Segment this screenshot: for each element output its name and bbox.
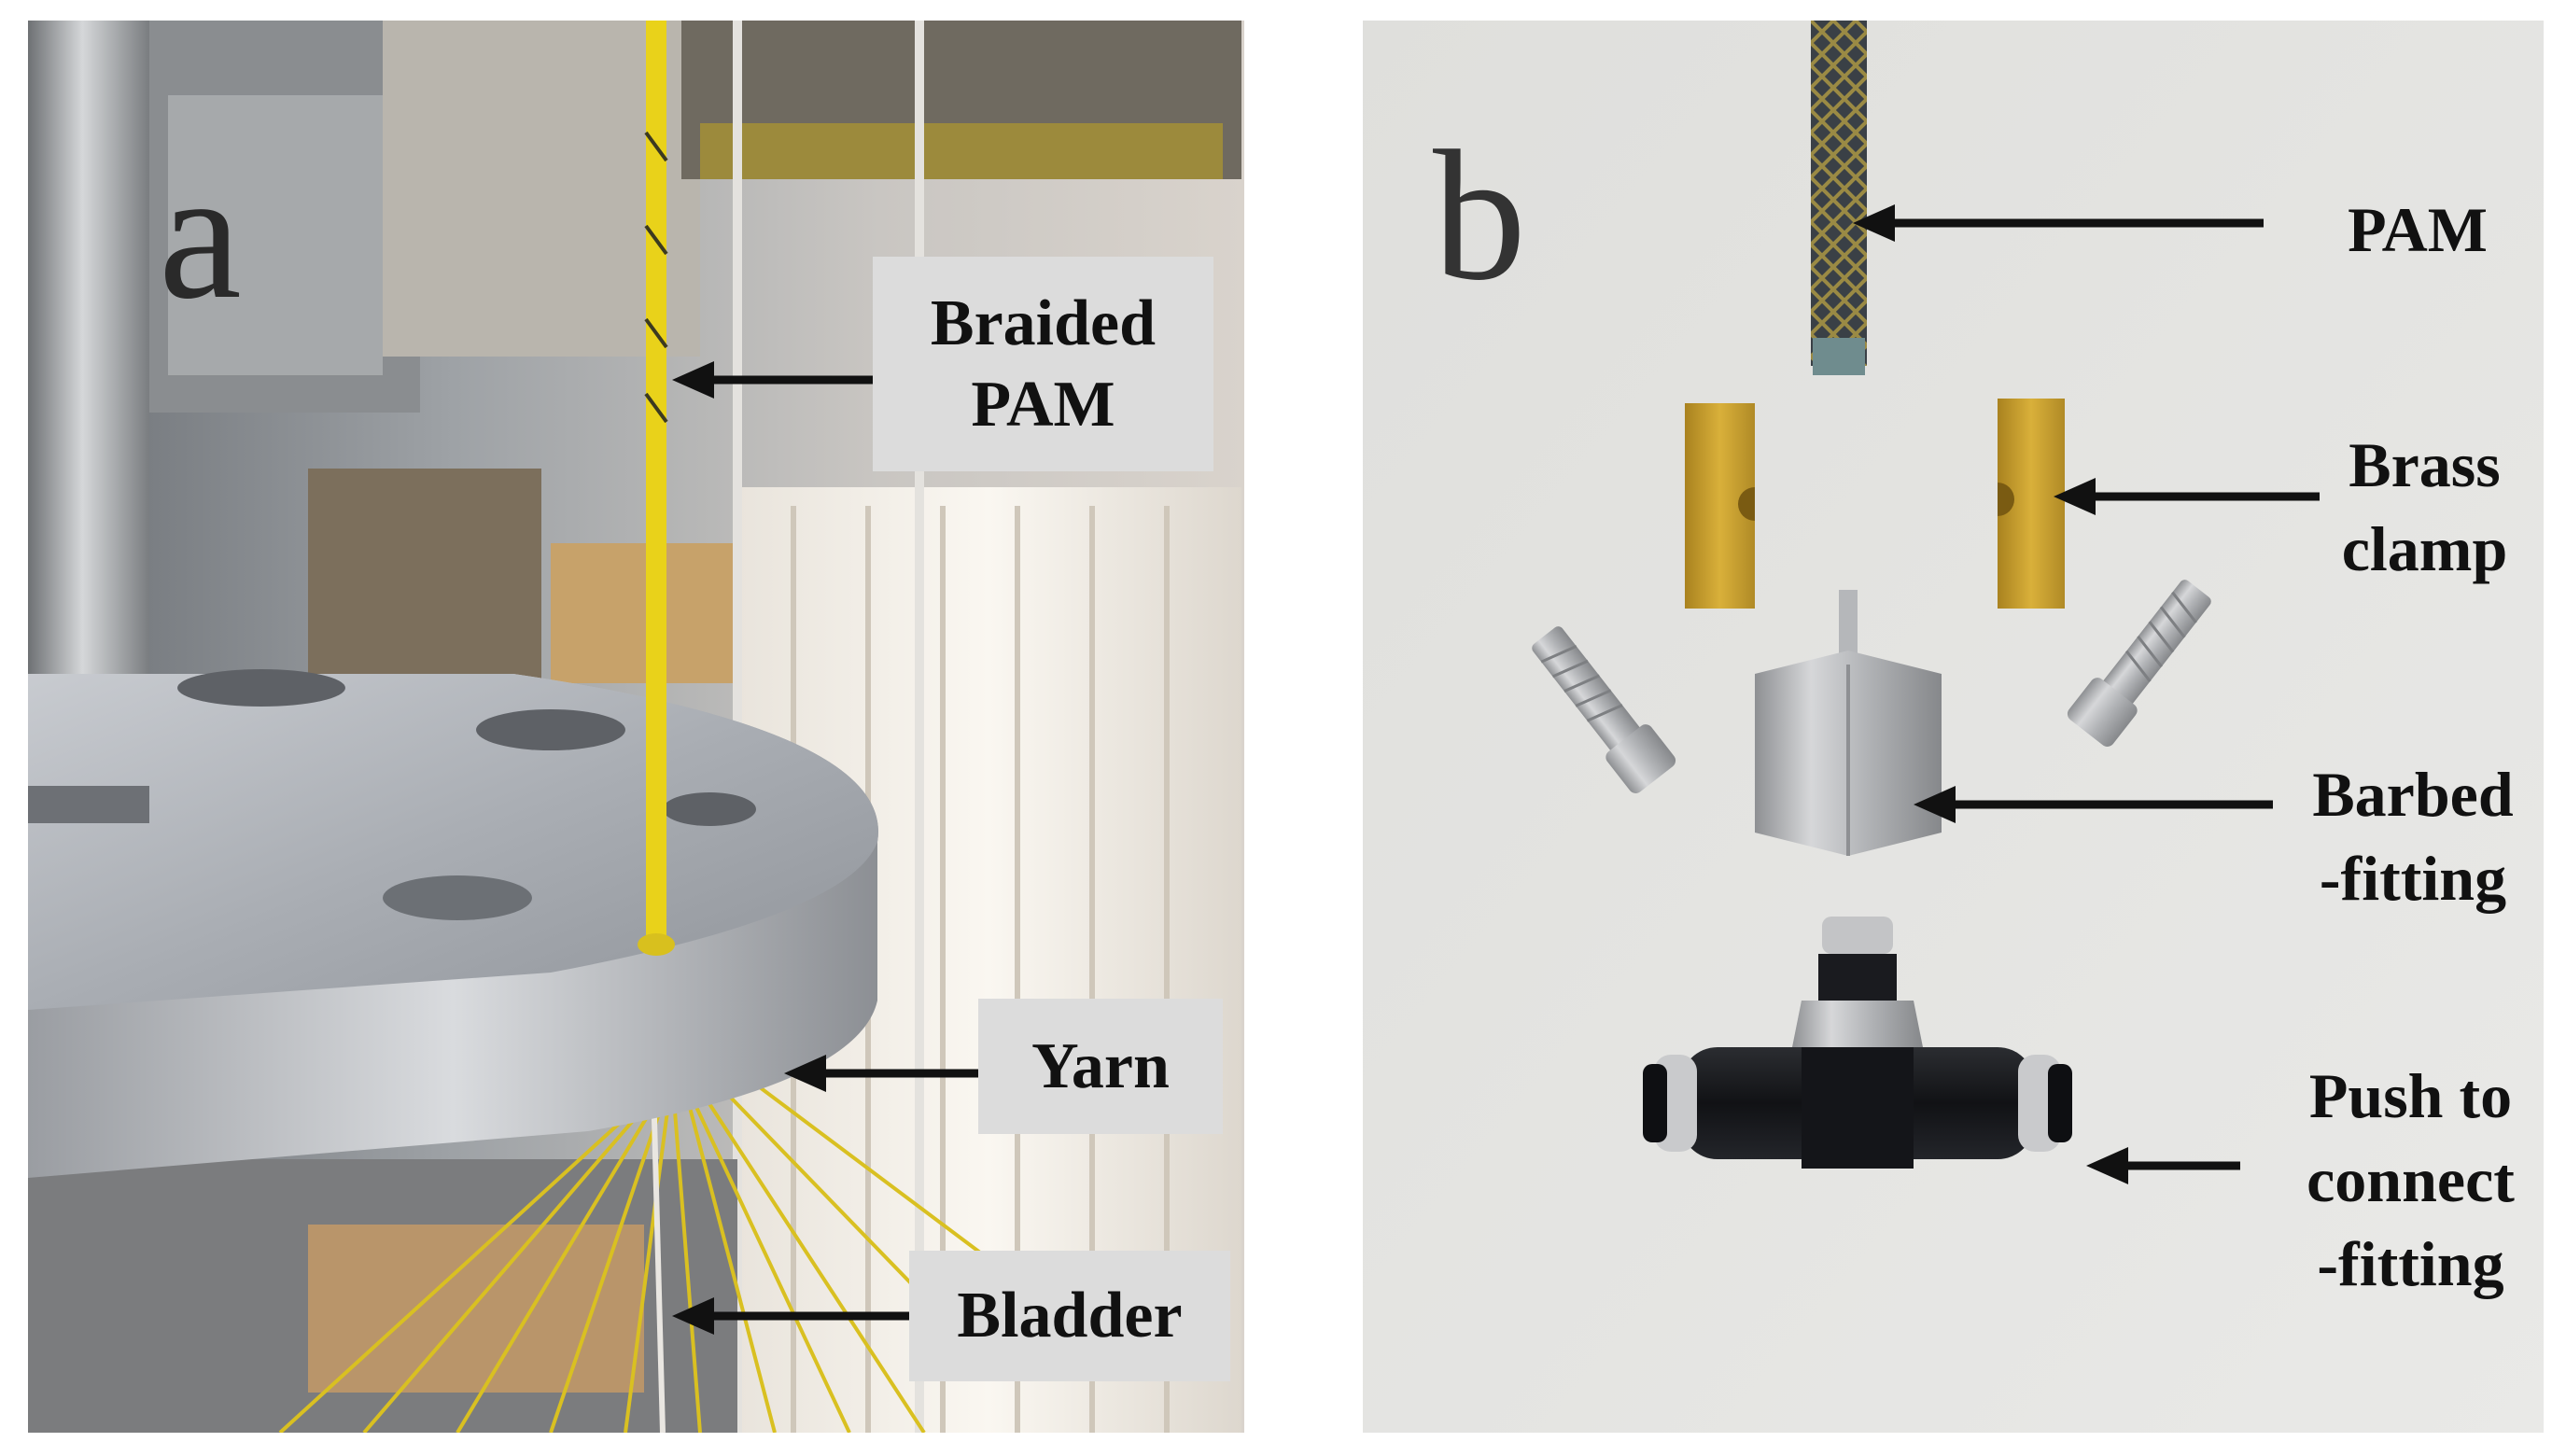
label-brass-clamp: Brass clamp (2310, 424, 2539, 592)
label-push-to-connect-fitting: Push to connect -fitting (2282, 1055, 2539, 1306)
label-push-to-connect-line-2: connect (2307, 1143, 2515, 1215)
panel-letter-b: b (1433, 113, 1526, 319)
label-braided-pam-line-2: PAM (971, 369, 1115, 441)
pam-components-photo (1363, 21, 2544, 1433)
label-brass-clamp-line-2: clamp (2341, 512, 2508, 584)
photo-panel-a: a Braided PAM Yarn Bladder (28, 21, 1244, 1433)
label-barbed-fitting: Barbed -fitting (2287, 753, 2539, 921)
photo-panel-b: b PAM Brass clamp Barbed -fitting Push t… (1363, 21, 2544, 1433)
label-barbed-fitting-line-2: -fitting (2319, 842, 2507, 914)
label-pam: PAM (2306, 189, 2530, 273)
label-pam-text: PAM (2348, 194, 2488, 265)
panel-letter-a: a (159, 132, 242, 338)
label-push-to-connect-line-3: -fitting (2317, 1227, 2504, 1299)
label-barbed-fitting-line-1: Barbed (2312, 759, 2514, 830)
arrow-overlay-b (1853, 204, 2320, 1184)
label-bladder: Bladder (909, 1251, 1230, 1381)
label-braided-pam-line-1: Braided (930, 287, 1157, 359)
braiding-machine-photo (28, 21, 1244, 1433)
label-push-to-connect-line-1: Push to (2308, 1060, 2513, 1131)
label-brass-clamp-line-1: Brass (2349, 429, 2501, 500)
label-yarn: Yarn (978, 999, 1223, 1134)
label-braided-pam: Braided PAM (873, 257, 1213, 471)
arrow-overlay-a (672, 361, 978, 1335)
